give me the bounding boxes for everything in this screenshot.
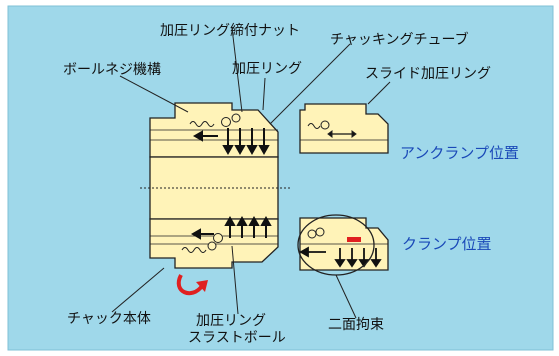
label-thrust-ball-line2: スラストボール — [188, 330, 286, 346]
thrust-ball-lower — [181, 233, 223, 253]
label-clamp-position: クランプ位置 — [402, 235, 492, 253]
label-thrust-ball-line1: 加圧リング — [196, 313, 266, 329]
label-pressure-ring: 加圧リング — [232, 61, 302, 77]
label-ball-screw: ボールネジ機構 — [63, 62, 161, 78]
label-slide-ring: スライド加圧リング — [365, 66, 491, 82]
clamp-internals — [299, 227, 382, 268]
label-pressure-ring-nut: 加圧リング締付ナット — [160, 23, 300, 39]
thrust-ball-upper — [189, 113, 241, 127]
clamp-arrows-lower — [190, 215, 272, 240]
rotation-arrow — [176, 274, 204, 296]
unclamp-internals — [307, 120, 357, 138]
diagram-background — [7, 5, 554, 351]
clamp-red-marker — [347, 237, 361, 242]
label-unclamp-position: アンクランプ位置 — [400, 144, 519, 162]
label-two-face-constraint: 二面拘束 — [328, 317, 384, 333]
rotation-arrow-head — [196, 280, 208, 292]
unclamp-detail — [299, 103, 389, 154]
label-chucking-tube: チャッキングチューブ — [330, 32, 469, 48]
label-chuck-body: チャック本体 — [67, 311, 151, 327]
clamp-arrows-upper — [192, 128, 270, 156]
leader-lines — [111, 27, 391, 319]
